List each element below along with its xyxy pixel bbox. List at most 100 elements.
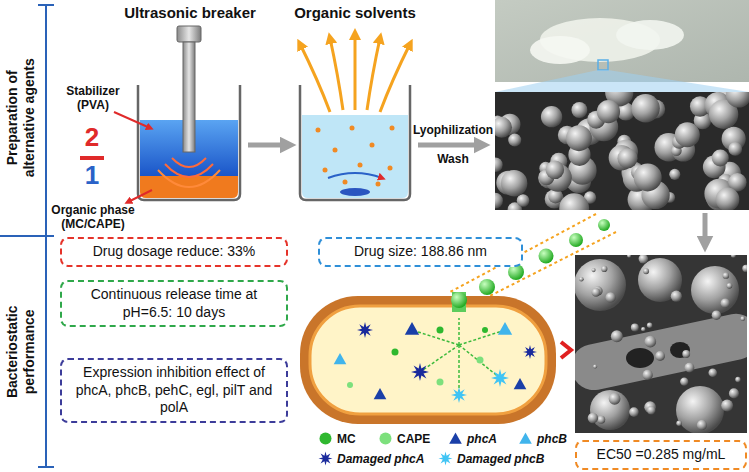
illustration-part [183, 42, 195, 152]
bacterium-cell [300, 292, 556, 424]
sem-grain [676, 421, 682, 427]
illustration-part [38, 4, 54, 6]
legend-sample [518, 431, 533, 446]
annotation-label: 1 [80, 160, 104, 191]
sem-grain [655, 351, 665, 361]
illustration-part [703, 213, 708, 244]
legend-sample [318, 431, 333, 446]
illustration-part [575, 255, 747, 433]
sem-sphere [716, 188, 740, 210]
sem-sphere [590, 390, 630, 430]
sem-sphere [617, 148, 637, 168]
sem-grain [742, 265, 747, 272]
sem-grain [639, 255, 649, 264]
sem-grain [727, 283, 733, 289]
illustration-part [458, 318, 460, 345]
sem-bacteria [567, 253, 749, 434]
sem-sphere [501, 170, 527, 196]
sem-sphere [675, 122, 700, 147]
illustration-part [328, 173, 382, 178]
illustration-part [0, 235, 54, 237]
damaged-gene-star [411, 363, 429, 381]
illustration-part [128, 190, 152, 202]
sem-grain [609, 393, 621, 405]
sem-sphere [546, 161, 565, 180]
gene-triangle [514, 378, 527, 389]
gene-triangle [405, 322, 419, 335]
sem-rod [575, 310, 747, 394]
box-text: EC50 =0.285 mg/mL [585, 446, 737, 464]
sem-grain [579, 277, 584, 282]
annotation-label: 2 [80, 122, 104, 153]
powder-photo [495, 0, 749, 92]
annotation-label: Wash [412, 152, 494, 166]
sem-sphere [495, 193, 503, 209]
illustration-part [495, 92, 749, 210]
legend-triangle [519, 433, 532, 444]
sem-grain [588, 413, 598, 423]
damaged-gene-star [491, 369, 509, 387]
legend-circle [320, 433, 332, 445]
legend-circle [380, 433, 392, 445]
illustration-part [300, 44, 330, 112]
illustration-part [452, 292, 466, 312]
sem-sphere [559, 193, 589, 210]
sem-grain [629, 407, 639, 417]
drug-particle [482, 327, 488, 333]
sem-grain [597, 416, 605, 424]
illustration-part [530, 36, 590, 64]
sem-sphere [571, 102, 587, 118]
drug-particle [437, 379, 444, 386]
sem-grain [731, 255, 736, 258]
sem-sphere [517, 194, 530, 207]
illustration-part [334, 322, 537, 403]
annotation-label: Stabilizer (PVA) [54, 84, 132, 113]
illustration-part [616, 20, 684, 50]
illustration-part [412, 318, 505, 392]
illustration-part [323, 168, 328, 173]
pointer-arrow [114, 112, 152, 202]
sem-sphere [541, 106, 562, 127]
illustration-part [302, 115, 408, 198]
legend-sample [318, 451, 333, 466]
sem-sphere [508, 133, 521, 146]
drug-particle [437, 327, 444, 334]
illustration-part [598, 219, 610, 231]
legend-item: CAPE [378, 431, 430, 446]
illustration-part [380, 44, 410, 112]
illustration-part [343, 180, 348, 185]
sem-grain [605, 292, 615, 302]
section-bracket [0, 5, 54, 467]
sem-sphere [566, 125, 592, 151]
result-box: Drug size: 188.86 nm [318, 237, 523, 267]
legend-text: phcA [467, 432, 497, 446]
sem-grain [671, 291, 682, 302]
illustration-part [38, 466, 54, 468]
drug-particle [477, 357, 484, 364]
sem-grain [697, 420, 707, 430]
sem-grain [611, 330, 623, 342]
sem-grain [708, 369, 717, 378]
gene-triangle [374, 388, 387, 399]
illustration-part [248, 143, 288, 148]
annotation-label: Ultrasonic breaker [110, 4, 270, 22]
illustration-part [310, 306, 546, 414]
ratio-bar [80, 156, 104, 160]
legend-sample [438, 451, 453, 466]
sem-grain [643, 370, 653, 380]
illustration-part [114, 112, 150, 128]
section-title: Bacteriostatic performance [4, 277, 38, 427]
illustration-part [459, 345, 500, 378]
legend-text: MC [337, 432, 356, 446]
legend-text: Damaged phcA [337, 452, 424, 466]
legend-item: Damaged phcA [318, 451, 424, 466]
sem-grain [631, 323, 639, 331]
illustration-part [158, 170, 220, 187]
legend-star [439, 452, 453, 466]
box-text: Drug size: 188.86 nm [328, 243, 513, 261]
drug-particle [392, 349, 399, 356]
legend-sample [378, 431, 393, 446]
sem-grain [645, 336, 657, 348]
illustration-part [80, 156, 104, 160]
